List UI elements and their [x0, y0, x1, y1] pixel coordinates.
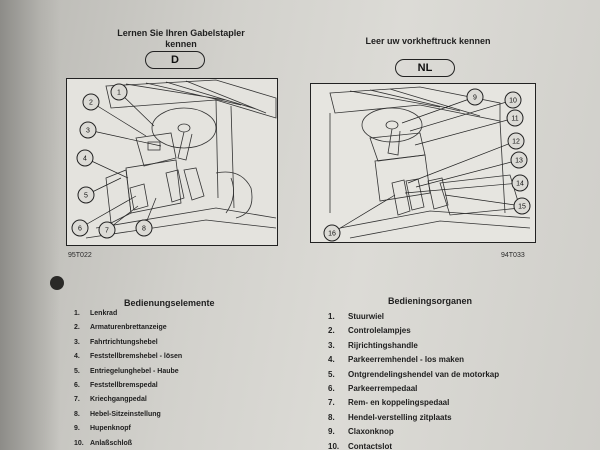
svg-text:3: 3: [86, 128, 90, 135]
svg-text:2: 2: [89, 100, 93, 107]
dutch-callout-15: 15: [513, 197, 531, 215]
svg-text:16: 16: [328, 231, 336, 238]
dutch-cab-figure: 9 10 11 12 13 14 15 16: [310, 83, 536, 243]
german-callout-7: 7: [98, 221, 116, 239]
dutch-cab-drawing: [329, 86, 531, 239]
german-callout-3: 3: [79, 121, 97, 139]
dutch-language-badge: NL: [395, 59, 455, 77]
book-gutter: [0, 0, 60, 450]
german-callout-6: 6: [71, 219, 89, 237]
dutch-callout-13: 13: [510, 151, 528, 169]
dutch-callouts: 9 10 11 12 13 14 15 16: [323, 88, 531, 242]
german-header-line1: Lernen Sie Ihren Gabelstapler: [117, 28, 245, 38]
dutch-callout-12: 12: [507, 132, 525, 150]
german-callout-2: 2: [82, 93, 100, 111]
german-header-line2: kennen: [165, 39, 197, 49]
dutch-callout-11: 11: [506, 109, 524, 127]
svg-text:5: 5: [84, 193, 88, 200]
german-list-title: Bedienungselemente: [124, 298, 215, 308]
svg-text:11: 11: [511, 116, 518, 123]
svg-text:14: 14: [516, 181, 524, 188]
svg-text:15: 15: [518, 204, 526, 211]
dutch-callout-10: 10: [504, 91, 522, 109]
german-callouts: 1 2 3 4 5 6 7 8: [71, 83, 162, 239]
dutch-list-title: Bedieningsorganen: [388, 296, 473, 306]
german-callout-4: 4: [76, 149, 94, 167]
german-header: Lernen Sie Ihren Gabelstapler kennen: [106, 28, 256, 50]
german-callout-8: 8: [135, 219, 153, 237]
svg-text:13: 13: [515, 158, 523, 165]
binder-hole: [50, 276, 64, 290]
german-language-badge: D: [145, 51, 205, 69]
german-figure-code: 95T022: [68, 252, 92, 259]
german-cab-figure: 1 2 3 4 5 6 7 8: [66, 78, 278, 246]
dutch-callout-9: 9: [466, 88, 484, 106]
dutch-callout-16: 16: [323, 224, 341, 242]
svg-text:6: 6: [78, 226, 82, 233]
svg-text:1: 1: [117, 90, 121, 97]
dutch-header: Leer uw vorkheftruck kennen: [365, 36, 491, 46]
svg-text:8: 8: [142, 226, 146, 233]
svg-text:12: 12: [512, 139, 520, 146]
dutch-callout-14: 14: [511, 174, 529, 192]
german-callout-5: 5: [77, 186, 95, 204]
svg-text:4: 4: [83, 156, 87, 163]
dutch-figure-code: 94T033: [501, 252, 525, 259]
svg-text:9: 9: [473, 95, 477, 102]
svg-text:10: 10: [509, 98, 517, 105]
svg-text:7: 7: [105, 228, 109, 235]
german-callout-1: 1: [110, 83, 128, 101]
